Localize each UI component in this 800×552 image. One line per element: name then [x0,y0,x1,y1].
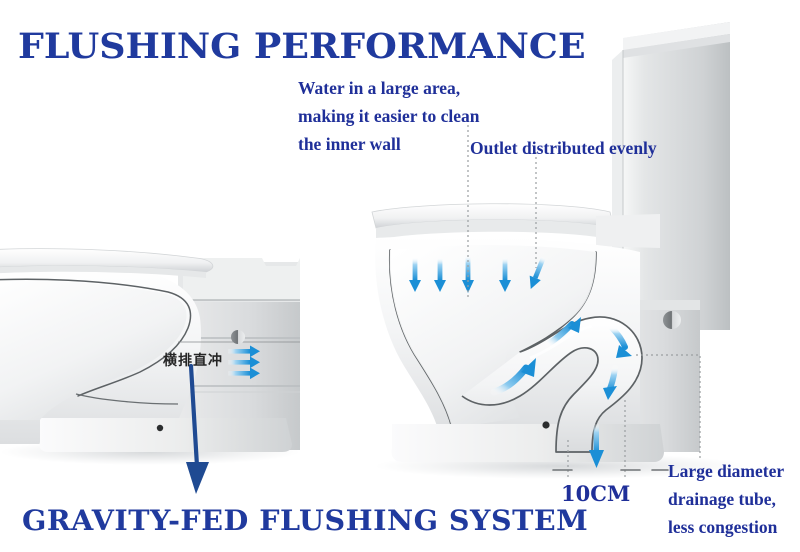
left-toilet-diagram [0,248,300,494]
callout-tube-line-3: less congestion [668,517,778,537]
left-pointer-arrow [186,363,209,494]
callout-tube-line-1: Large diameter [668,461,785,481]
right-base-slab [391,424,664,462]
trap-arrow-down-2 [603,365,618,400]
dimension-label-10cm: 10CM [561,481,631,506]
left-bowl-interior [0,281,187,420]
callout-water-line-3: the inner wall [298,134,401,154]
s-trap-body [461,316,643,453]
footer-title: GRAVITY-FED FLUSHING SYSTEM [22,504,589,537]
tank-body [623,22,730,330]
rim-arrow-5 [529,256,546,289]
leader-large-diameter [636,354,701,458]
right-toilet-diagram [371,22,745,479]
left-bowl-lower-contour [75,393,179,405]
trap-arrow-up-2 [545,317,581,347]
left-base-slab [39,418,293,452]
s-trap-highlight [529,324,593,360]
trap-flow-arrows [490,317,632,468]
rim-shelf [596,214,660,248]
left-flow-arrow-3 [228,367,260,380]
left-bowl-inner-contour [0,278,192,397]
tank-lid [623,22,730,50]
rim-arrow-4 [499,258,511,292]
left-flow-arrow-2 [228,356,260,369]
rim-arrow-2 [434,258,446,292]
callout-tube-line-2: drainage tube, [668,489,776,509]
left-seat-edge [0,265,206,278]
callout-water-line-2: making it easier to clean [298,106,480,126]
trap-arrow-down-1 [609,325,632,358]
right-seat-rim [371,203,660,248]
left-fixing-hole [231,330,245,344]
rim-arrow-1 [409,258,421,292]
s-trap-passage [461,316,643,453]
callout-drainage-tube: Large diameter drainage tube, less conge… [668,457,784,541]
left-base-dot [156,424,164,432]
right-base-dot [542,421,550,429]
callout-water-area: Water in a large area, making it easier … [298,74,479,158]
leader-lines [467,120,701,478]
rim-flow-arrows [409,256,546,293]
trap-arrow-up-1 [490,358,536,396]
right-bowl-interior [389,245,596,428]
left-flow-arrows [228,345,260,380]
callout-outlet-distribution: Outlet distributed evenly [470,138,657,158]
left-flush-label-cn: 横排直冲 [163,353,223,369]
tank-lid-edge [623,34,730,58]
trap-arrow-outlet [589,424,604,468]
page-title: FLUSHING PERFORMANCE [18,26,586,67]
left-flow-arrow-1 [228,345,260,358]
callout-water-line-1: Water in a large area, [298,78,461,98]
right-fixing-hole [663,311,681,329]
